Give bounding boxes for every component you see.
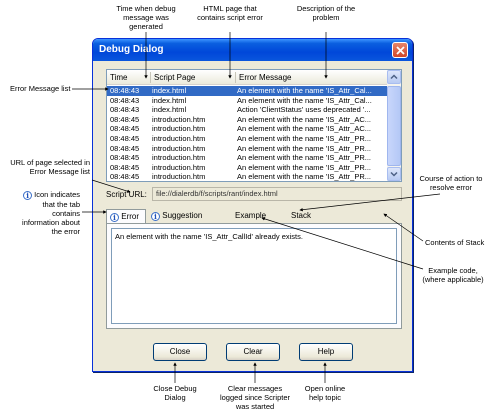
row-time: 08:48:45	[110, 124, 140, 134]
annotation-error-list: Error Message list	[10, 84, 71, 93]
debug-dialog: Debug Dialog Time Script Page Error Mess…	[92, 38, 413, 372]
column-time[interactable]: Time	[110, 73, 128, 82]
row-script-page: introduction.htm	[152, 162, 206, 172]
annotation-script-page: HTML page that contains script error	[197, 4, 263, 22]
tab-panel: An element with the name 'IS_Attr_CallId…	[106, 223, 402, 329]
row-time: 08:48:43	[110, 95, 140, 105]
annotation-time: Time when debug message was generated	[116, 4, 176, 31]
scroll-down-button[interactable]	[387, 167, 401, 181]
scroll-thumb[interactable]	[387, 86, 401, 166]
row-error-message: An element with the name 'IS_Attr_PR...	[237, 172, 371, 182]
annotation-clear: Clear messages logged since Scripter was…	[219, 384, 291, 411]
list-item[interactable]: 08:48:43 index.html An element with the na…	[107, 96, 387, 106]
row-time: 08:48:45	[110, 134, 140, 143]
row-time: 08:48:45	[110, 153, 140, 163]
chevron-up-icon	[390, 74, 398, 80]
row-error-message: An element with the name 'IS_Attr_Cal...	[237, 95, 372, 105]
row-time: 08:48:45	[110, 143, 140, 153]
close-window-button[interactable]	[392, 42, 408, 58]
list-item[interactable]: 08:48:45 introduction.htm An element with …	[107, 144, 387, 154]
row-script-page: index.html	[152, 86, 187, 95]
tab-error[interactable]: i Error	[106, 209, 146, 223]
row-script-page: introduction.htm	[152, 134, 206, 143]
info-icon: i	[23, 191, 33, 200]
chevron-down-icon	[390, 171, 398, 177]
row-time: 08:48:43	[110, 105, 140, 115]
row-script-page: introduction.htm	[152, 153, 206, 163]
close-icon	[396, 46, 405, 55]
list-header: Time Script Page Error Message	[107, 70, 387, 85]
list-item[interactable]: 08:48:45 introduction.htm An element with …	[107, 124, 387, 134]
row-error-message: An element with the name 'IS_Attr_AC...	[237, 114, 371, 124]
row-script-page: introduction.htm	[152, 114, 206, 124]
row-error-message: Action 'ClientStatus' uses deprecated '.…	[237, 105, 371, 115]
row-script-page: introduction.htm	[152, 124, 206, 134]
annotation-icon: i Icon indicates that the tab contains i…	[22, 190, 80, 236]
clear-button[interactable]: Clear	[226, 343, 280, 361]
list-item[interactable]: 08:48:45 introduction.htm An element with …	[107, 115, 387, 125]
list-item[interactable]: 08:48:45 introduction.htm An element with …	[107, 172, 387, 182]
row-error-message: An element with the name 'IS_Attr_AC...	[237, 124, 371, 134]
annotation-example: Example code, (where applicable)	[422, 266, 484, 284]
tab-example[interactable]: Example	[235, 211, 267, 220]
info-icon: i	[110, 213, 119, 222]
tab-suggestion[interactable]: i Suggestion	[151, 209, 211, 223]
list-item[interactable]: 08:48:45 introduction.htm An element with …	[107, 134, 387, 144]
row-script-page: introduction.htm	[152, 143, 206, 153]
annotation-description: Description of the problem	[296, 4, 356, 22]
row-script-page: index.html	[152, 105, 187, 115]
row-script-page: introduction.htm	[152, 172, 206, 182]
annotation-close: Close Debug Dialog	[153, 384, 197, 402]
error-message-list[interactable]: Time Script Page Error Message 08:48:43 i…	[106, 69, 402, 182]
column-script-page[interactable]: Script Page	[154, 73, 196, 82]
list-item[interactable]: 08:48:45 introduction.htm An element with …	[107, 153, 387, 163]
row-script-page: index.html	[152, 95, 187, 105]
annotation-course: Course of action to resolve error	[419, 174, 483, 192]
scroll-up-button[interactable]	[387, 70, 401, 84]
row-error-message: An element with the name 'IS_Attr_PR...	[237, 153, 371, 163]
row-time: 08:48:45	[110, 114, 140, 124]
row-error-message: An element with the name 'IS_Attr_PR...	[237, 162, 371, 172]
script-url-field[interactable]: file://dialerdb/f/scripts/rant/index.htm…	[152, 187, 402, 201]
row-time: 08:48:45	[110, 172, 140, 182]
row-time: 08:48:45	[110, 162, 140, 172]
dialog-title: Debug Dialog	[99, 44, 164, 55]
annotation-url: URL of page selected in Error Message li…	[10, 158, 90, 176]
list-item[interactable]: 08:48:45 introduction.htm An element with …	[107, 163, 387, 173]
info-icon: i	[151, 212, 160, 221]
list-item[interactable]: 08:48:43 index.html Action 'ClientStatus' …	[107, 105, 387, 115]
list-item[interactable]: 08:48:43 index.html An element with the na…	[107, 86, 387, 96]
row-error-message: An element with the name 'IS_Attr_Cal...	[237, 86, 372, 95]
script-url-label: Script URL:	[106, 190, 147, 199]
help-button[interactable]: Help	[299, 343, 353, 361]
column-error-message[interactable]: Error Message	[239, 73, 292, 82]
tab-stack[interactable]: Stack	[291, 211, 312, 220]
vertical-scrollbar[interactable]	[387, 70, 401, 181]
annotation-help: Open online help topic	[304, 384, 346, 402]
row-error-message: An element with the name 'IS_Attr_PR...	[237, 143, 371, 153]
annotation-stack: Contents of Stack	[425, 238, 485, 247]
error-text-box[interactable]: An element with the name 'IS_Attr_CallId…	[111, 228, 397, 324]
title-bar[interactable]: Debug Dialog	[93, 39, 412, 61]
row-error-message: An element with the name 'IS_Attr_PR...	[237, 134, 371, 143]
close-button[interactable]: Close	[153, 343, 207, 361]
row-time: 08:48:43	[110, 86, 140, 95]
